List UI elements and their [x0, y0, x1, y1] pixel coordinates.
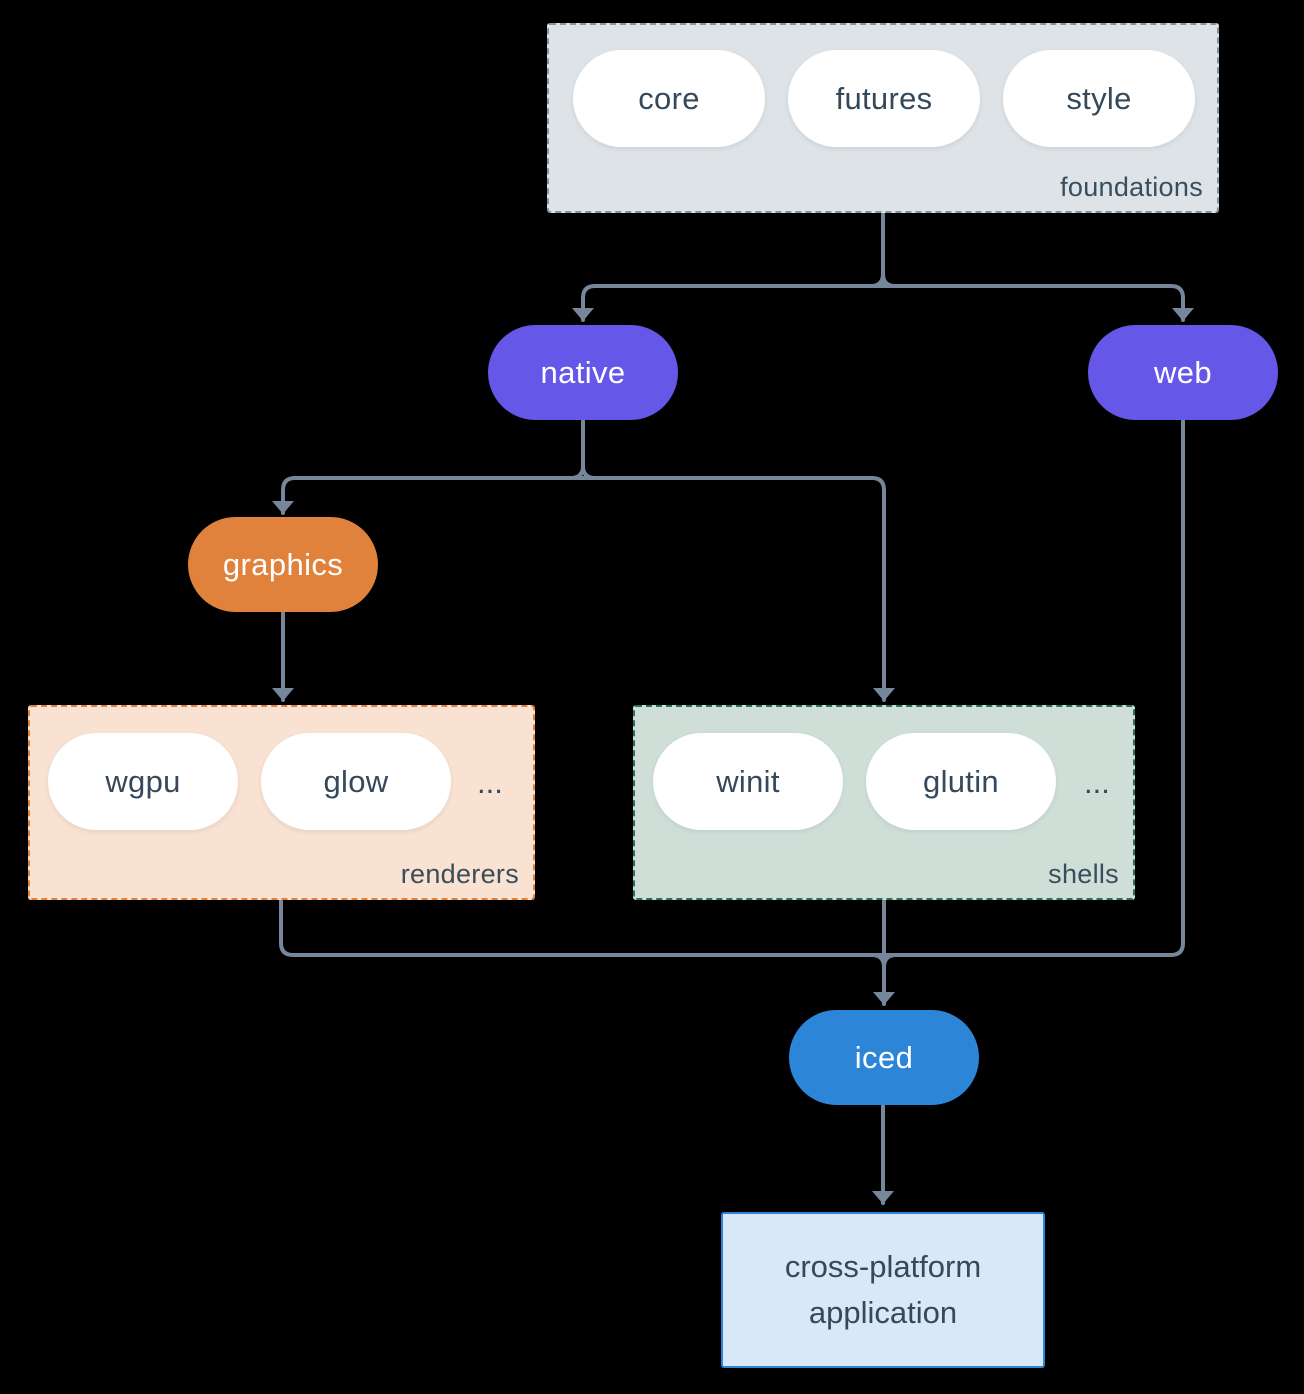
chip-wgpu: wgpu [48, 733, 238, 830]
renderers-ellipsis: ... [477, 765, 503, 800]
chip-futures: futures [788, 50, 980, 147]
group-shells: winit glutin ... shells [633, 705, 1135, 900]
node-graphics: graphics [188, 517, 378, 612]
group-renderers: wgpu glow ... renderers [28, 705, 535, 900]
node-web: web [1088, 325, 1278, 420]
chip-core: core [573, 50, 765, 147]
application-box: cross-platform application [721, 1212, 1045, 1368]
chip-style: style [1003, 50, 1195, 147]
edge-renderers-to-merge [279, 899, 886, 957]
foundations-label: foundations [1060, 172, 1203, 202]
edge-foundations-to-native-web [572, 284, 1194, 322]
shells-ellipsis: ... [1084, 765, 1110, 800]
shells-label: shells [1048, 859, 1119, 889]
chip-winit: winit [653, 733, 843, 830]
group-foundations: core futures style foundations [547, 23, 1219, 213]
edge-web-to-merge [882, 419, 1185, 957]
chip-glow: glow [261, 733, 451, 830]
node-iced: iced [789, 1010, 979, 1105]
edge-native-to-graphics-shells [272, 476, 895, 702]
renderers-pill-row: wgpu glow [48, 733, 451, 830]
shells-pill-row: winit glutin [653, 733, 1056, 830]
chip-glutin: glutin [866, 733, 1056, 830]
node-native: native [488, 325, 678, 420]
renderers-label: renderers [400, 859, 519, 889]
foundations-pill-row: core futures style [573, 50, 1195, 147]
